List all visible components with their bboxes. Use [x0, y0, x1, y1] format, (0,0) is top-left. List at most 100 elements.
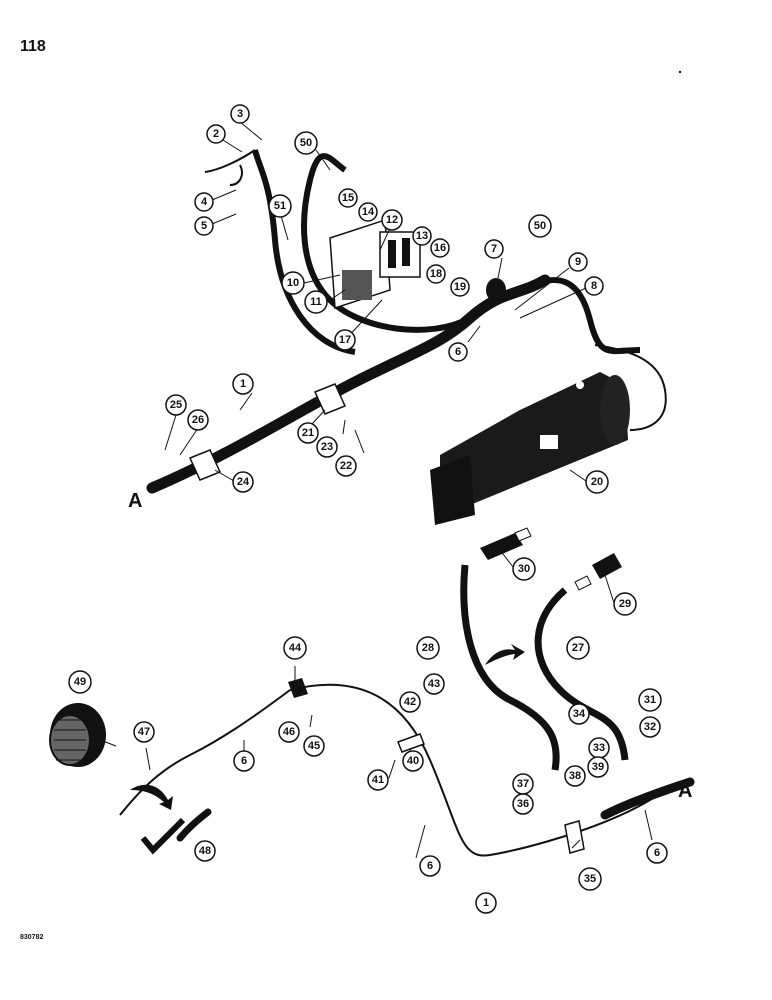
svg-text:23: 23: [321, 441, 333, 453]
svg-text:6: 6: [241, 755, 247, 767]
svg-text:6: 6: [455, 346, 461, 358]
svg-text:17: 17: [339, 334, 351, 346]
svg-text:25: 25: [170, 399, 182, 411]
main-harness-lower: [289, 683, 691, 857]
callout-13: 13: [412, 226, 432, 246]
svg-text:20: 20: [591, 476, 603, 488]
callout-31: 31: [638, 688, 662, 712]
clip-21: [313, 383, 347, 415]
curved-arrow-upper: [485, 644, 525, 665]
svg-text:22: 22: [340, 460, 352, 472]
svg-text:7: 7: [491, 243, 497, 255]
svg-text:50: 50: [300, 137, 312, 149]
callout-2: 2: [206, 124, 226, 144]
callout-30: 30: [512, 557, 536, 581]
svg-text:11: 11: [310, 296, 322, 308]
callout-8: 8: [584, 276, 604, 296]
callout-7: 7: [484, 239, 504, 259]
svg-text:1: 1: [483, 897, 489, 909]
svg-text:27: 27: [572, 642, 584, 654]
clip-24: [188, 449, 222, 481]
callout-48: 48: [194, 840, 216, 862]
callout-16: 16: [430, 238, 450, 258]
callout-49: 49: [68, 670, 92, 694]
svg-text:12: 12: [386, 214, 398, 226]
svg-text:5: 5: [201, 220, 207, 232]
svg-text:21: 21: [302, 427, 314, 439]
callout-22: 22: [335, 455, 357, 477]
work-lamp-49: [49, 703, 106, 767]
svg-text:32: 32: [644, 721, 656, 733]
callout-36: 36: [512, 793, 534, 815]
callout-21: 21: [297, 422, 319, 444]
callout-23: 23: [316, 436, 338, 458]
svg-text:2: 2: [213, 128, 219, 140]
curved-arrow-lower: [130, 784, 173, 810]
pressure-switch-30: [480, 527, 532, 560]
stray-dot: [678, 70, 682, 74]
svg-text:38: 38: [569, 770, 581, 782]
connector-label-a-top: A: [128, 490, 143, 512]
svg-text:36: 36: [517, 798, 529, 810]
lower-loom-right: [600, 777, 695, 820]
wire-to-lamp: [119, 689, 291, 816]
callout-17: 17: [334, 329, 356, 351]
callout-32: 32: [639, 716, 661, 738]
svg-text:9: 9: [575, 256, 581, 268]
svg-text:50: 50: [534, 220, 546, 232]
callout-6-upper: 6: [448, 342, 468, 362]
svg-text:24: 24: [237, 476, 250, 488]
callout-6-right: 6: [646, 842, 668, 864]
callout-3: 3: [230, 104, 250, 124]
clamp-44: [288, 678, 308, 698]
svg-text:42: 42: [404, 696, 416, 708]
svg-text:33: 33: [593, 742, 605, 754]
callout-34: 34: [568, 703, 590, 725]
svg-text:46: 46: [283, 726, 295, 738]
callout-14: 14: [358, 202, 378, 222]
callout-4: 4: [194, 192, 214, 212]
callout-12: 12: [381, 209, 403, 231]
svg-text:1: 1: [240, 378, 246, 390]
svg-text:16: 16: [434, 242, 446, 254]
svg-text:41: 41: [372, 774, 384, 786]
svg-text:39: 39: [592, 761, 604, 773]
svg-text:28: 28: [422, 642, 434, 654]
callout-15: 15: [338, 188, 358, 208]
callout-1-upper: 1: [232, 373, 254, 395]
svg-text:35: 35: [584, 873, 596, 885]
callout-33: 33: [588, 737, 610, 759]
callout-6-left: 6: [233, 750, 255, 772]
starter-motor: [430, 372, 630, 525]
callout-29: 29: [613, 592, 637, 616]
svg-text:15: 15: [342, 192, 354, 204]
callout-44: 44: [283, 636, 307, 660]
callout-18: 18: [426, 264, 446, 284]
callout-50-upper: 50: [294, 131, 318, 155]
svg-text:31: 31: [644, 694, 656, 706]
callout-9: 9: [568, 252, 588, 272]
callout-43: 43: [423, 673, 445, 695]
callout-25: 25: [165, 394, 187, 416]
callout-19: 19: [450, 277, 470, 297]
svg-text:45: 45: [308, 740, 320, 752]
svg-text:6: 6: [427, 860, 433, 872]
svg-text:4: 4: [201, 196, 208, 208]
callout-41: 41: [367, 769, 389, 791]
callout-27: 27: [566, 636, 590, 660]
callout-38: 38: [564, 765, 586, 787]
svg-text:14: 14: [362, 206, 375, 218]
harness-branch-left: [252, 149, 356, 355]
svg-text:51: 51: [274, 200, 286, 212]
callout-20: 20: [585, 470, 609, 494]
svg-text:10: 10: [287, 277, 299, 289]
svg-text:8: 8: [591, 280, 597, 292]
callout-42: 42: [399, 691, 421, 713]
cable-27: [534, 587, 629, 761]
callout-46: 46: [278, 721, 300, 743]
svg-text:19: 19: [454, 281, 466, 293]
callout-35: 35: [578, 867, 602, 891]
callout-47: 47: [133, 721, 155, 743]
svg-text:49: 49: [74, 676, 86, 688]
